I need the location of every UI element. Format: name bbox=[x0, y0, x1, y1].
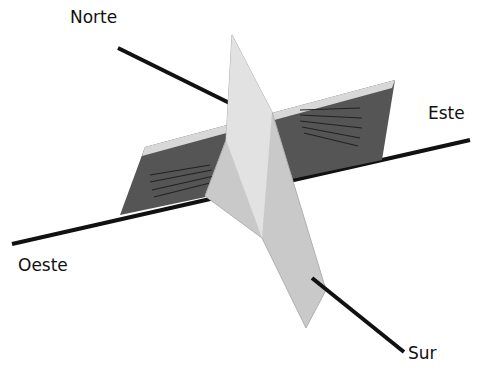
direction-label: Este bbox=[428, 104, 465, 123]
direction-label: Oeste bbox=[18, 256, 68, 275]
direction-label: Sur bbox=[408, 344, 437, 363]
vertical-plane-light bbox=[226, 35, 272, 238]
direction-label: Norte bbox=[70, 8, 117, 27]
south-axis bbox=[312, 278, 404, 352]
vertical-plane bbox=[205, 35, 326, 328]
